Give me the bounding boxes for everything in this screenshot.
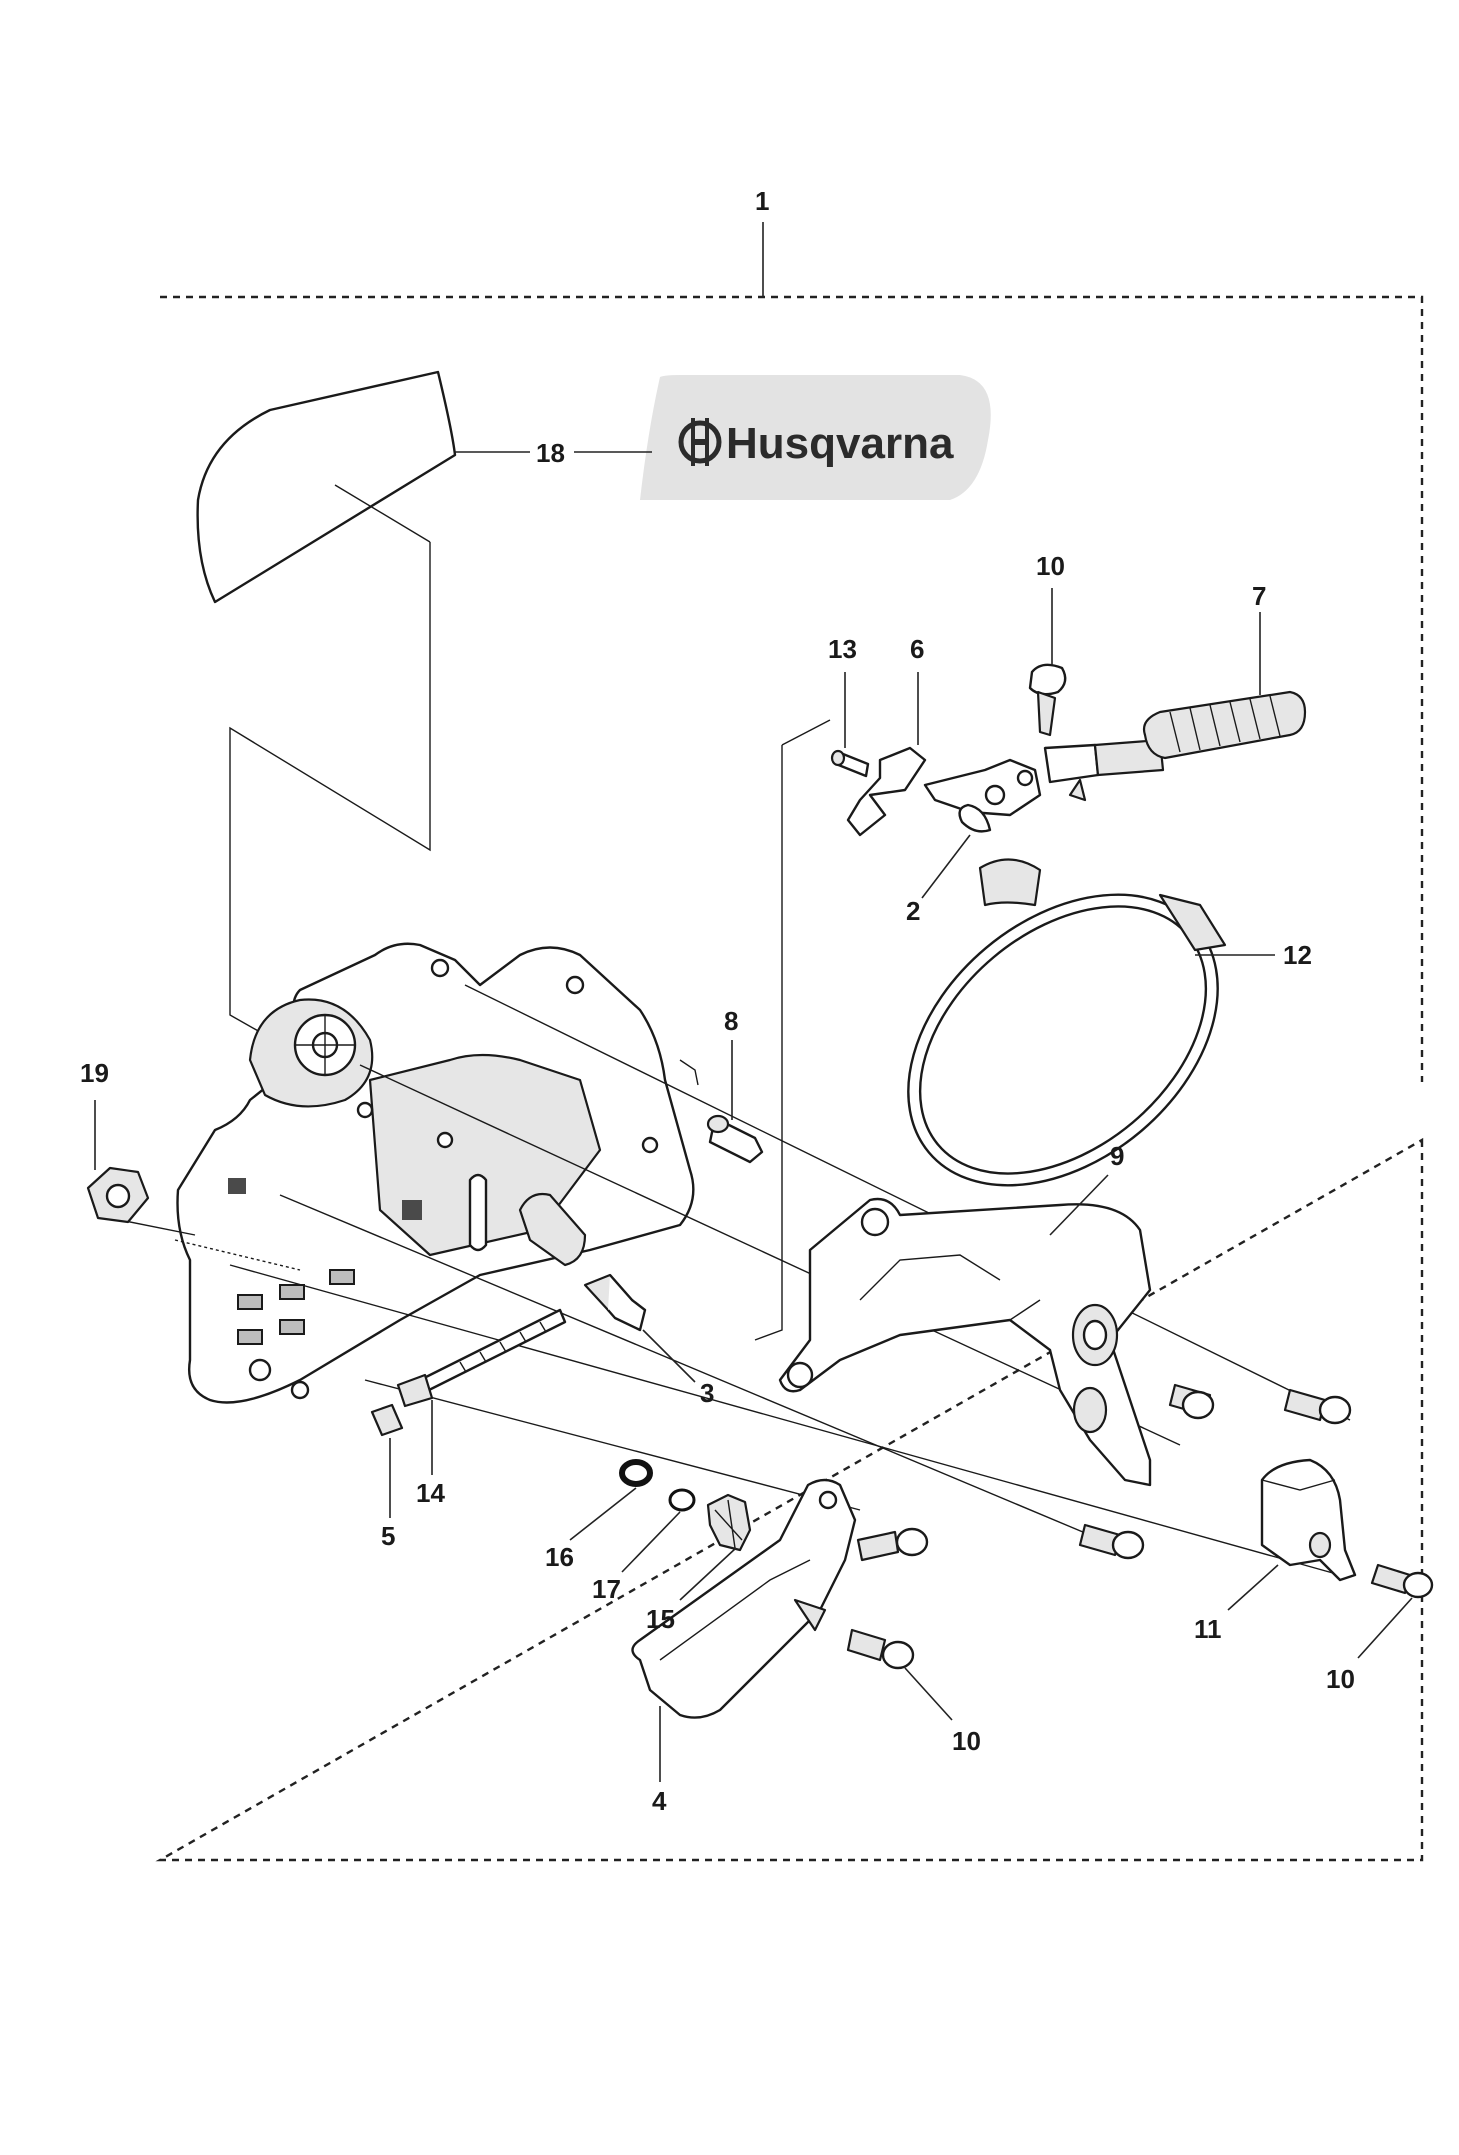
hex-nut [86,1166,150,1224]
coil-spring [1142,690,1307,760]
callout-labels: 1 18 10 7 13 6 2 12 8 19 9 3 14 5 16 17 … [80,186,1355,1816]
brake-pin [830,749,870,778]
callout-3: 3 [700,1378,714,1408]
callout-14: 14 [416,1478,445,1508]
leader-15 [679,1547,737,1601]
tensioning-screw [396,1308,567,1408]
callout-17: 17 [592,1574,621,1604]
leader-17 [621,1511,681,1573]
callout-7: 7 [1252,581,1266,611]
callout-13: 13 [828,634,857,664]
callout-9: 9 [1110,1141,1124,1171]
drive-sprocket [706,1493,752,1552]
guard-knob [1260,1458,1357,1582]
retaining-clip [958,803,992,833]
screw-handle-upper [856,1527,929,1562]
callout-4: 4 [652,1786,667,1816]
callout-19: 19 [80,1058,109,1088]
leader-9 [1049,1174,1109,1236]
callout-12: 12 [1283,940,1312,970]
husqvarna-logo: Husqvarna [640,375,991,500]
washer [668,1488,696,1512]
screw-top [1028,663,1067,737]
o-ring [619,1459,653,1487]
logo-text: Husqvarna [726,419,954,468]
screw-guard-c [1283,1388,1352,1425]
brake-band [907,858,1227,1187]
screw-handle-lower [846,1628,915,1670]
leader-16 [569,1487,637,1541]
tension-nut [583,1273,647,1332]
kit-boundary-frame [155,295,1424,1862]
chain-guard-plate [778,1197,1152,1487]
leader-2 [921,834,971,899]
callout-10-top: 10 [1036,551,1065,581]
callout-8: 8 [724,1006,738,1036]
callout-2: 2 [906,896,920,926]
screw-guard-b [1168,1383,1215,1420]
husqvarna-crown-icon [678,418,722,466]
clutch-cover-body [176,942,699,1404]
screw-guard-a [1078,1523,1145,1560]
leader-10-right [1357,1597,1413,1659]
callout-1: 1 [755,186,769,216]
logo-badge [640,375,991,500]
leader-3 [642,1329,696,1383]
screw-knob [1370,1563,1434,1599]
leader-11 [1227,1564,1279,1611]
brake-lever [846,738,1165,837]
alignment-lines [119,719,1351,1576]
callout-15: 15 [646,1604,675,1634]
bar-guard-handle [631,1478,857,1719]
callout-16: 16 [545,1542,574,1572]
callout-18: 18 [536,438,565,468]
leader-10-bottom [904,1667,953,1721]
callout-5: 5 [381,1521,395,1551]
cover-logo-icon [228,1178,422,1220]
callout-11: 11 [1194,1614,1222,1644]
decal-sheet [196,370,457,1033]
sleeve-pin [706,1114,764,1164]
callout-10-bottom: 10 [952,1726,981,1756]
callout-10-right: 10 [1326,1664,1355,1694]
small-nut [370,1403,404,1437]
callout-6: 6 [910,634,924,664]
